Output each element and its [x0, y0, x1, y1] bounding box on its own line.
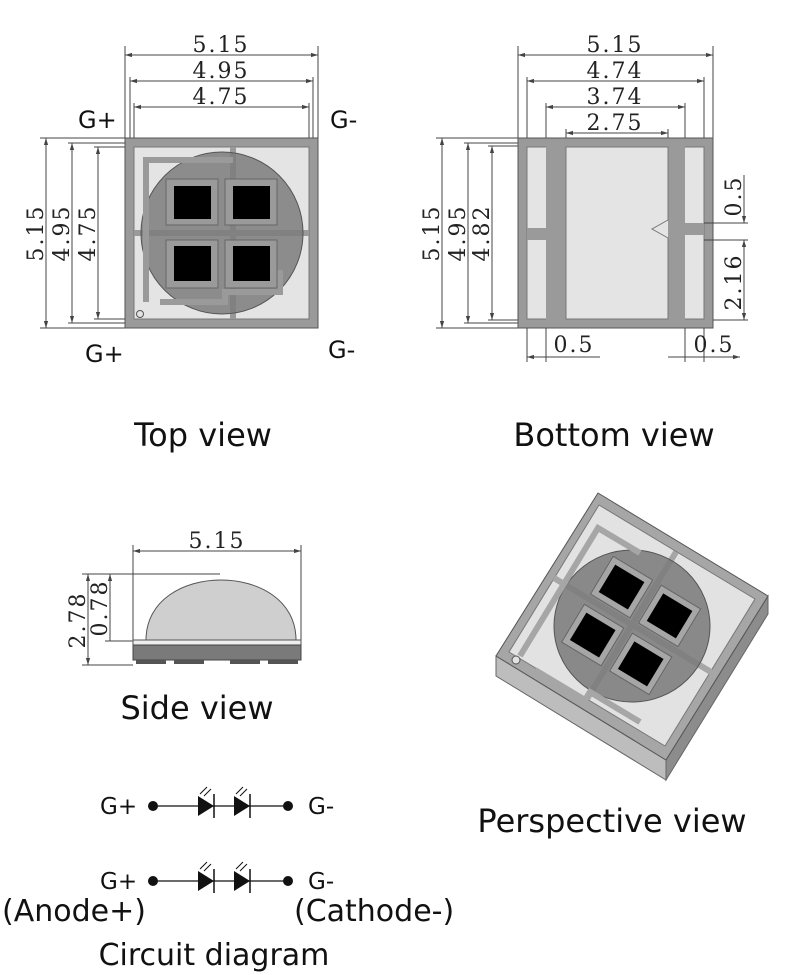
circuit-diagram-caption: Circuit diagram	[99, 938, 330, 973]
bottom-dim-w4: 2.75	[587, 111, 644, 136]
side-dim-h1: 2.78	[66, 592, 91, 649]
bottom-dim-r2: 2.16	[722, 254, 747, 311]
top-pin-br: G-	[328, 336, 355, 364]
bottom-dim-w1: 5.15	[587, 33, 644, 58]
bottom-dim-b1: 0.5	[554, 333, 595, 358]
top-die-4	[233, 246, 270, 281]
top-dim-w3: 4.75	[193, 85, 250, 110]
persp-die-1	[598, 564, 645, 610]
circuit-row2-led1-icon	[198, 871, 214, 891]
side-dim-w: 5.15	[189, 529, 246, 554]
bottom-view-caption: Bottom view	[513, 416, 714, 454]
perspective-view: Perspective view	[477, 492, 769, 840]
top-die-1	[174, 186, 211, 219]
side-dim-h2: 0.78	[88, 580, 113, 637]
top-view-caption: Top view	[133, 416, 272, 454]
bottom-dim-b2: 0.5	[694, 333, 735, 358]
perspective-view-caption: Perspective view	[477, 802, 746, 840]
top-die-2	[233, 186, 270, 219]
persp-die-2	[646, 593, 693, 639]
circuit-row1-anode: G+	[100, 794, 137, 820]
top-die-3	[174, 246, 211, 281]
circuit-diagram: G+ G- G+ G- (Anode+) (Cathode-) Circuit …	[2, 786, 454, 973]
circuit-anode-note: (Anode+)	[2, 894, 146, 929]
persp-die-4	[617, 641, 664, 687]
side-dome	[145, 579, 297, 641]
bottom-center-pad	[565, 146, 669, 320]
circuit-row1-led1-icon	[198, 796, 214, 816]
circuit-row2-cathode: G-	[308, 869, 334, 895]
side-view-caption: Side view	[120, 689, 273, 727]
circuit-row1-led2-icon	[234, 796, 250, 816]
circuit-row1-cathode: G-	[308, 794, 334, 820]
circuit-cathode-note: (Cathode-)	[294, 894, 454, 929]
bottom-view: 5.15 4.74 3.74 2.75 5.15 4.95 4.82 0	[420, 33, 748, 454]
bottom-dim-h2: 4.95	[446, 205, 471, 262]
circuit-row2-led2-icon	[234, 871, 250, 891]
top-pin1-mark	[136, 310, 144, 318]
top-dim-h3: 4.75	[76, 205, 101, 262]
bottom-dim-h3: 4.82	[470, 205, 495, 262]
bottom-dim-h1: 5.15	[420, 205, 445, 262]
bottom-dim-w2: 4.74	[587, 59, 644, 84]
bottom-dim-r1: 0.5	[722, 176, 747, 217]
top-dim-w1: 5.15	[193, 33, 250, 58]
persp-die-3	[569, 612, 616, 658]
top-pin-tl: G+	[78, 106, 117, 134]
top-pin-bl: G+	[85, 340, 124, 368]
persp-pin1-mark	[511, 655, 521, 665]
top-dim-w2: 4.95	[193, 59, 250, 84]
top-dim-h2: 4.95	[50, 205, 75, 262]
side-base	[132, 644, 302, 661]
top-view: 5.15 4.95 4.75 5.15 4.95 4.75	[24, 33, 357, 454]
circuit-row2-anode: G+	[100, 869, 137, 895]
side-view: 5.15 2.78 0.78 Side view	[66, 529, 302, 727]
top-pin-tr: G-	[330, 106, 357, 134]
bottom-dim-w3: 3.74	[587, 85, 644, 110]
top-dim-h1: 5.15	[24, 205, 49, 262]
